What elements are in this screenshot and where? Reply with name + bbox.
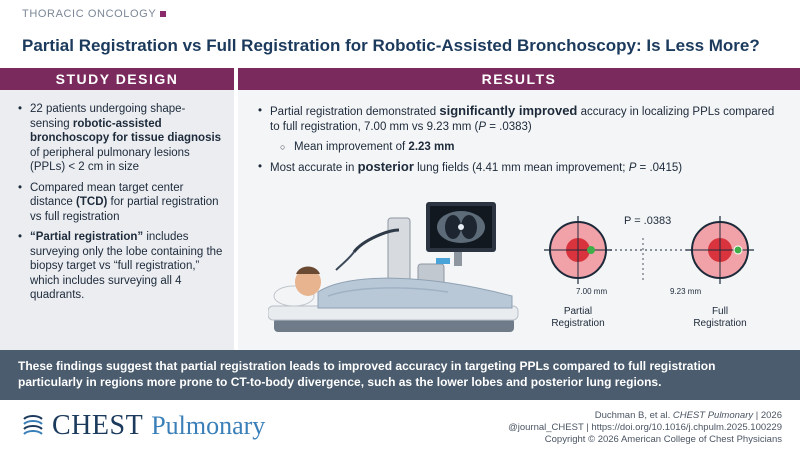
- text-run: Partial registration demonstrated: [270, 106, 440, 118]
- full-distance: 9.23 mm: [670, 287, 701, 296]
- bed-frame: [274, 318, 514, 332]
- list-item: Most accurate in posterior lung fields (…: [258, 158, 784, 176]
- citation-block: Duchman B, et al. CHEST Pulmonary | 2026…: [508, 410, 782, 446]
- text-run: lung fields (4.41 mm mean improvement;: [413, 161, 629, 174]
- citation-authors: Duchman B, et al.: [594, 410, 671, 421]
- list-item: 22 patients undergoing shape-sensing rob…: [18, 102, 224, 175]
- text-bold: posterior: [357, 158, 414, 174]
- text-bold: (TCD): [76, 196, 108, 208]
- text-run: = .0383): [486, 120, 532, 133]
- ct-left-lung: [445, 215, 461, 239]
- robot-arm: [352, 228, 400, 253]
- full-target-icon: [686, 216, 754, 284]
- partial-target-icon: [544, 216, 612, 284]
- p-value-label: P = .0383: [624, 215, 671, 227]
- full-label-line2: Registration: [693, 318, 746, 329]
- citation-line1: Duchman B, et al. CHEST Pulmonary | 2026: [508, 410, 782, 422]
- list-item: Compared mean target center distance (TC…: [18, 181, 224, 225]
- full-label-line1: Full: [712, 306, 728, 317]
- robot-bronchoscopy-illustration: [268, 202, 519, 332]
- text-run: Compared mean target center distance: [30, 181, 184, 209]
- study-design-list: 22 patients undergoing shape-sensing rob…: [0, 90, 234, 303]
- conclusion-banner: These findings suggest that partial regi…: [0, 350, 800, 400]
- citation-year: | 2026: [755, 410, 782, 421]
- list-item: “Partial registration” includes surveyin…: [18, 230, 224, 303]
- results-list: Partial registration demonstrated signif…: [238, 90, 800, 175]
- ct-right-lung: [461, 215, 477, 239]
- full-marker-icon: [733, 245, 743, 255]
- text-run: for partial registration vs full registr…: [30, 196, 219, 223]
- section-kicker: THORACIC ONCOLOGY: [22, 8, 167, 20]
- partial-label-line2: Registration: [551, 318, 604, 329]
- blanket-fold: [327, 287, 449, 297]
- kicker-square-icon: [160, 11, 167, 18]
- partial-distance: 7.00 mm: [576, 287, 607, 296]
- study-design-heading: STUDY DESIGN: [0, 68, 234, 90]
- text-bold: 2.23 mm: [408, 141, 455, 153]
- chest-pulmonary-logo[interactable]: CHEST Pulmonary: [20, 408, 265, 444]
- text-run: 22 patients undergoing shape-sensing: [30, 103, 186, 130]
- citation-journal: CHEST Pulmonary: [672, 410, 754, 421]
- text-bold: significantly improved: [439, 103, 578, 118]
- list-item: Partial registration demonstrated signif…: [258, 103, 784, 155]
- partial-label-line1: Partial: [564, 306, 592, 317]
- study-design-panel: STUDY DESIGN 22 patients undergoing shap…: [0, 68, 234, 350]
- logo-chest-text: CHEST: [52, 410, 144, 441]
- sub-list-item: Mean improvement of 2.23 mm: [270, 140, 784, 155]
- text-run: Mean improvement of: [294, 141, 409, 153]
- results-heading: RESULTS: [238, 68, 800, 90]
- text-run: accuracy in localizing PPLs compared to …: [270, 106, 775, 133]
- registration-comparison-figure: P = .0383 7.00 mm Partial Registration 9…: [544, 215, 754, 329]
- ct-spine: [458, 224, 464, 230]
- text-italic: P: [628, 161, 637, 174]
- patient-blanket: [317, 277, 513, 309]
- text-run: = .0415): [636, 161, 683, 174]
- results-panel: RESULTS Partial registration demonstrate…: [238, 68, 800, 350]
- chest-logo-mark-icon: [23, 415, 43, 435]
- console-light: [436, 258, 450, 264]
- footer: CHEST Pulmonary Duchman B, et al. CHEST …: [0, 400, 800, 450]
- text-run: includes surveying only the lobe contain…: [30, 231, 223, 301]
- bronchoscope-cable: [335, 251, 355, 271]
- citation-line2[interactable]: @journal_CHEST | https://doi.org/10.1016…: [508, 422, 782, 433]
- citation-copyright: Copyright © 2026 American College of Che…: [544, 434, 782, 445]
- text-run: of peripheral pulmonary lesions (PPLs) <…: [30, 146, 190, 174]
- partial-marker-icon: [587, 246, 595, 254]
- patient-head: [295, 268, 321, 296]
- patient-hair: [296, 266, 320, 274]
- text-bold: “Partial registration”: [30, 231, 144, 243]
- text-bold: robotic-assisted bronchoscopy for tissue…: [30, 117, 222, 145]
- text-italic: P: [478, 120, 487, 133]
- logo-pulmonary-text: Pulmonary: [151, 411, 266, 440]
- text-run: Most accurate in: [270, 161, 358, 174]
- page-title: Partial Registration vs Full Registratio…: [22, 36, 760, 55]
- monitor-stand: [454, 252, 462, 266]
- kicker-text: THORACIC ONCOLOGY: [22, 8, 157, 20]
